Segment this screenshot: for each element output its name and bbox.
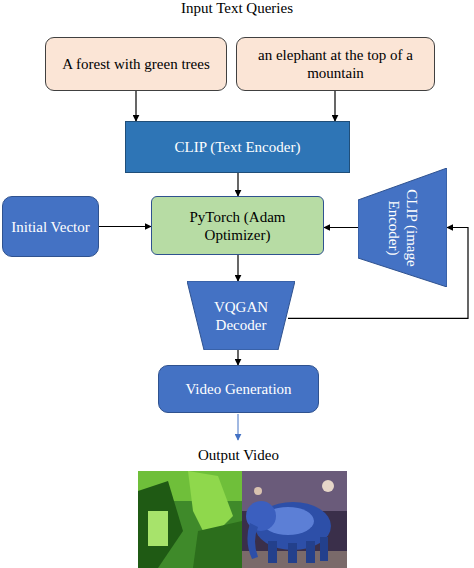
output-leader [238,414,239,440]
optimizer-box: PyTorch (Adam Optimizer) [151,196,324,255]
flow-arrow [334,91,335,121]
process-box: Video Generation [158,365,319,413]
node-label: Video Generation [185,380,291,398]
output-video-frames [138,471,347,568]
decoder-trapezoid: VQGAN Decoder [187,281,295,350]
encoder-trapezoid: CLIP (image Encoder) [358,168,447,287]
node-label: an elephant at the top of a mountain [245,46,426,82]
flow-arrow [135,91,136,121]
flow-arrow [99,226,151,227]
caption-label: Output Video [198,447,279,464]
node-label: A forest with green trees [62,55,209,73]
node-label: PyTorch (Adam Optimizer) [160,208,315,244]
trapezoid-shape [358,168,447,287]
encoder-box: CLIP (Text Encoder) [125,121,350,173]
flow-arrow [237,173,238,196]
input-box: Initial Vector [2,196,99,257]
node-label: CLIP (image Encoder) [385,172,421,284]
shape-outline [358,168,447,287]
flow-arrow [237,255,238,281]
query-box: A forest with green trees [45,37,227,91]
flow-arrow [324,227,358,228]
node-label: VQGAN Decoder [204,298,278,334]
query-box: an elephant at the top of a mountain [236,37,435,91]
flow-arrow [237,350,238,365]
node-label: Initial Vector [11,218,89,236]
node-label: CLIP (Text Encoder) [175,138,301,156]
diagram-title: Input Text Queries [181,0,293,17]
trapezoid-shape [187,281,295,350]
shape-outline [187,281,295,350]
